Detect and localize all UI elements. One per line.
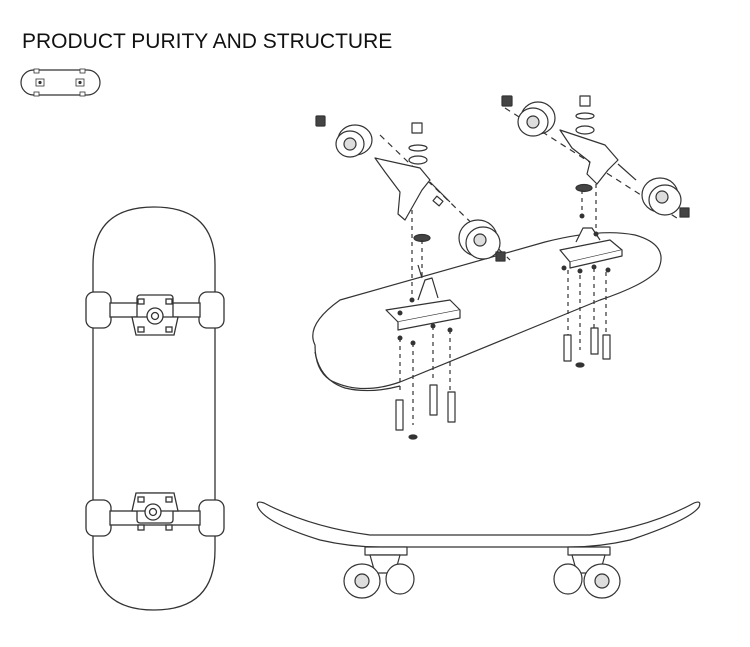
back-truck <box>85 492 225 537</box>
front-hanger <box>374 157 451 221</box>
deck-side <box>256 501 701 548</box>
side-truck-left <box>343 546 415 599</box>
front-screws <box>395 384 456 440</box>
skateboard-top-view <box>85 206 225 611</box>
deck-outline <box>92 206 216 611</box>
front-baseplate <box>385 264 461 331</box>
skateboard-mini-icon <box>20 68 101 97</box>
wheel-front-right <box>458 219 506 262</box>
front-bushings <box>408 122 431 243</box>
wheel-back-left <box>501 95 556 137</box>
skateboard-side-view <box>256 501 701 599</box>
side-truck-right <box>553 546 621 599</box>
back-screws <box>563 327 611 368</box>
wheel-back-right <box>641 177 690 218</box>
back-hanger <box>559 129 637 185</box>
wheel-front-left <box>315 115 373 158</box>
page-title: PRODUCT PURITY AND STRUCTURE <box>22 30 393 53</box>
back-bushings <box>575 95 595 193</box>
front-truck <box>85 291 225 336</box>
skateboard-exploded-view <box>312 95 690 440</box>
